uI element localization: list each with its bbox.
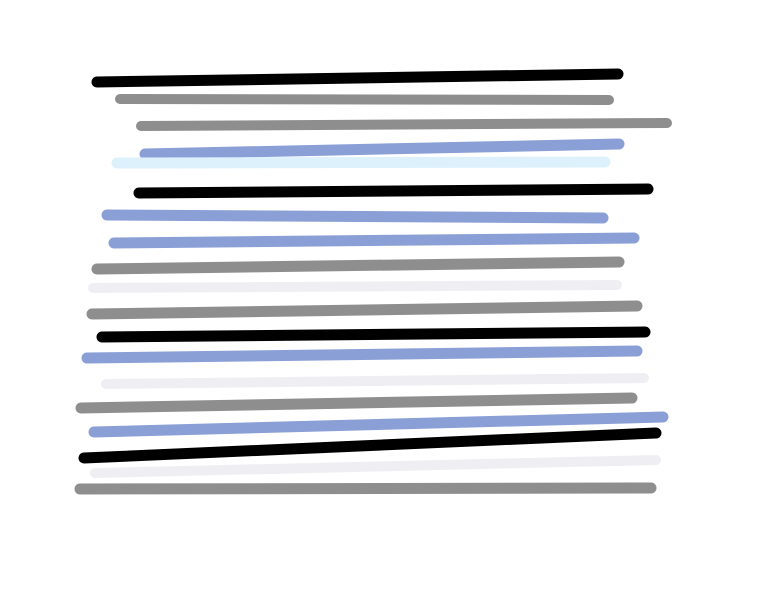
stroke-blue <box>88 411 669 438</box>
stroke-black <box>91 68 624 88</box>
stroke-gray <box>75 392 638 414</box>
stroke-blue <box>139 138 625 160</box>
stroke-gray <box>74 482 657 495</box>
stroke-group <box>74 68 672 495</box>
stroke-light-gray <box>88 280 622 293</box>
stroke-black <box>96 326 651 343</box>
stroke-light-blue <box>111 156 611 169</box>
stroke-light-gray <box>90 455 661 478</box>
stroke-blue <box>101 209 609 224</box>
stroke-blue <box>81 345 643 364</box>
stroke-blue <box>108 232 640 249</box>
stroke-light-gray <box>101 373 649 389</box>
stroke-black <box>133 183 654 199</box>
stroke-black <box>78 427 662 464</box>
stroke-gray <box>91 256 625 275</box>
stroke-gray <box>86 300 643 320</box>
stroke-gray <box>136 118 672 131</box>
stroke-gray <box>115 94 614 105</box>
